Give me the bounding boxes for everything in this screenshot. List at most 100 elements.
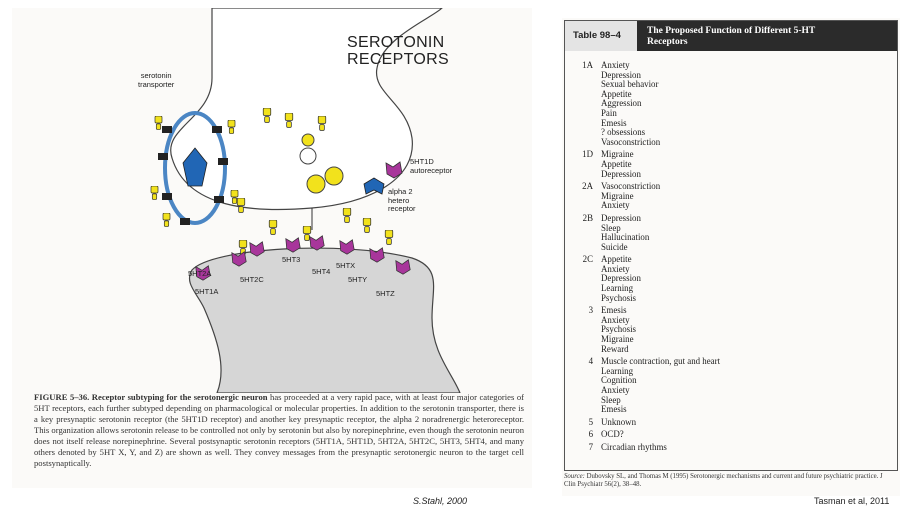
- receptor-code: 3: [569, 306, 593, 316]
- table-title: The Proposed Function of Different 5-HT …: [637, 21, 897, 51]
- label-5hty: 5HTY: [348, 276, 367, 285]
- credit-tasman: Tasman et al, 2011: [814, 496, 889, 506]
- receptor-list: 1AAnxietyDepressionSexual behaviorAppeti…: [569, 61, 889, 456]
- diagram-title-line1: SEROTONIN: [347, 34, 527, 51]
- diagram-title-line2: RECEPTORS: [347, 51, 527, 68]
- function-item: Appetite: [601, 255, 889, 265]
- credit-stahl: S.Stahl, 2000: [413, 496, 467, 506]
- function-item: Circadian rhythms: [601, 443, 889, 453]
- table-number: Table 98–4: [565, 21, 637, 51]
- stahl-figure-panel: SEROTONIN RECEPTORS serotonin transporte…: [12, 8, 532, 488]
- table-header: Table 98–4 The Proposed Function of Diff…: [565, 21, 897, 51]
- function-item: Unknown: [601, 418, 889, 428]
- function-item: Sexual behavior: [601, 80, 889, 90]
- function-item: Psychosis: [601, 325, 889, 335]
- autoreceptor-label: 5HT1D autoreceptor: [410, 158, 452, 175]
- receptor-code: 5: [569, 418, 593, 428]
- function-item: Learning: [601, 367, 889, 377]
- function-item: Learning: [601, 284, 889, 294]
- vesicle: [300, 148, 316, 164]
- figure-caption: FIGURE 5–36. Receptor subtyping for the …: [34, 392, 524, 469]
- table-source: Source: Dubovsky SL, and Thomas M (1995)…: [564, 473, 896, 489]
- label-5ht1a: 5HT1A: [195, 288, 218, 297]
- function-item: Pain: [601, 109, 889, 119]
- function-item: Migraine: [601, 192, 889, 202]
- function-item: Vasoconstriction: [601, 138, 889, 148]
- receptor-code: 1D: [569, 150, 593, 160]
- function-item: Anxiety: [601, 265, 889, 275]
- function-item: Migraine: [601, 150, 889, 160]
- function-item: Hallucination: [601, 233, 889, 243]
- table-title-line1: The Proposed Function of Different 5-HT: [647, 26, 897, 37]
- receptor-group: 7 Circadian rhythms: [569, 443, 889, 453]
- caption-lead: FIGURE 5–36. Receptor subtyping for the …: [34, 392, 268, 402]
- receptor-code: 4: [569, 357, 593, 367]
- function-item: Depression: [601, 170, 889, 180]
- function-item: Suicide: [601, 243, 889, 253]
- receptor-code: 2C: [569, 255, 593, 265]
- table-title-line2: Receptors: [647, 37, 897, 48]
- receptor-group: 5 Unknown: [569, 418, 889, 428]
- receptor-code: 2B: [569, 214, 593, 224]
- receptor-code: 7: [569, 443, 593, 453]
- function-item: Migraine: [601, 335, 889, 345]
- alpha2-label: alpha 2 hetero receptor: [388, 188, 416, 214]
- function-item: Reward: [601, 345, 889, 355]
- function-item: Vasoconstriction: [601, 182, 889, 192]
- label-5ht4: 5HT4: [312, 268, 330, 277]
- function-item: Anxiety: [601, 316, 889, 326]
- receptor-code: 6: [569, 430, 593, 440]
- function-item: Anxiety: [601, 201, 889, 211]
- vesicle: [302, 134, 314, 146]
- transporter-label: serotonin transporter: [138, 72, 174, 89]
- label-5ht2a: 5HT2A: [188, 270, 211, 279]
- function-item: OCD?: [601, 430, 889, 440]
- receptor-code: 2A: [569, 182, 593, 192]
- function-item: Sleep: [601, 396, 889, 406]
- label-5ht3: 5HT3: [282, 256, 300, 265]
- function-item: Muscle contraction, gut and heart: [601, 357, 889, 367]
- vesicle: [307, 175, 325, 193]
- function-item: Emesis: [601, 405, 889, 415]
- label-5htx: 5HTX: [336, 262, 355, 271]
- vesicle: [325, 167, 343, 185]
- function-item: Anxiety: [601, 61, 889, 71]
- receptor-function-table: Table 98–4 The Proposed Function of Diff…: [564, 20, 898, 471]
- receptor-functions: OCD?: [601, 430, 889, 440]
- function-item: Anxiety: [601, 386, 889, 396]
- function-item: Depression: [601, 274, 889, 284]
- receptor-functions: Unknown: [601, 418, 889, 428]
- function-item: Appetite: [601, 160, 889, 170]
- function-item: Aggression: [601, 99, 889, 109]
- serotonin-receptor-diagram: SEROTONIN RECEPTORS serotonin transporte…: [12, 8, 532, 393]
- label-5htz: 5HTZ: [376, 290, 395, 299]
- source-label: Source:: [564, 473, 585, 480]
- label-5ht2c: 5HT2C: [240, 276, 264, 285]
- function-item: Psychosis: [601, 294, 889, 304]
- function-item: Depression: [601, 214, 889, 224]
- receptor-code: 1A: [569, 61, 593, 71]
- source-text: Dubovsky SL, and Thomas M (1995) Seroton…: [564, 473, 883, 488]
- diagram-title: SEROTONIN RECEPTORS: [347, 34, 527, 68]
- function-item: Emesis: [601, 306, 889, 316]
- caption-body: has proceeded at a very rapid pace, with…: [34, 392, 524, 468]
- receptor-functions: Circadian rhythms: [601, 443, 889, 453]
- function-item: Appetite: [601, 90, 889, 100]
- receptor-group: 6 OCD?: [569, 430, 889, 440]
- function-item: Cognition: [601, 376, 889, 386]
- tasman-table-panel: Table 98–4 The Proposed Function of Diff…: [562, 18, 900, 496]
